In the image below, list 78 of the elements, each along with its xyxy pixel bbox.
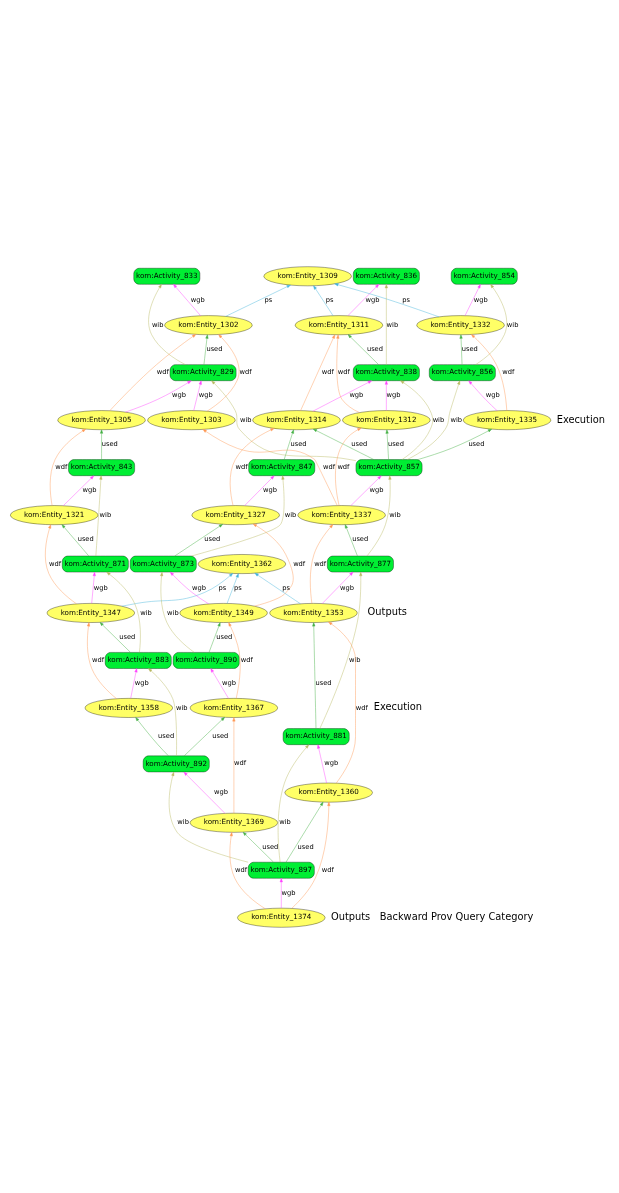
arrow xyxy=(173,283,201,316)
arrow xyxy=(285,801,324,862)
arrow xyxy=(291,801,331,909)
arrow xyxy=(203,334,209,365)
arrow xyxy=(459,334,463,365)
label: Outputs xyxy=(367,605,407,617)
arrow xyxy=(244,475,275,506)
arrow xyxy=(202,428,338,506)
arrow xyxy=(406,380,461,460)
arrow xyxy=(328,621,356,783)
arrow xyxy=(135,716,169,756)
arrow xyxy=(242,831,274,862)
arrow xyxy=(49,428,86,506)
arrow xyxy=(232,716,236,813)
arrow xyxy=(208,621,221,653)
arrow xyxy=(130,667,138,698)
arrow xyxy=(310,523,334,604)
arrow xyxy=(366,475,392,556)
arrow xyxy=(347,283,380,316)
arrow xyxy=(334,282,440,317)
arrow xyxy=(45,523,77,604)
arrow xyxy=(193,380,202,411)
arrow xyxy=(109,333,197,411)
arrow xyxy=(471,333,507,411)
arrow xyxy=(252,523,294,606)
arrow xyxy=(148,283,186,365)
arrow xyxy=(347,333,379,365)
arrow xyxy=(400,380,433,460)
arrow xyxy=(160,571,195,653)
arrow xyxy=(317,744,327,783)
arrow xyxy=(87,621,117,699)
arrow xyxy=(229,427,275,506)
arrow xyxy=(229,831,266,909)
arrow xyxy=(335,427,362,506)
arrow xyxy=(174,523,223,556)
arrow xyxy=(468,380,498,411)
arrow xyxy=(277,744,309,862)
label: Backward Prov Query Category xyxy=(379,910,534,922)
arrow xyxy=(125,380,192,412)
arrow xyxy=(385,429,389,460)
arrow xyxy=(417,428,492,460)
arrow xyxy=(475,283,507,365)
arrow xyxy=(319,571,363,729)
arrow xyxy=(384,283,388,365)
arrow xyxy=(312,380,372,411)
arrow xyxy=(168,771,249,862)
arrow xyxy=(206,333,240,411)
arrow xyxy=(226,572,239,604)
arrow xyxy=(254,572,301,604)
arrow xyxy=(99,621,131,653)
arrow xyxy=(228,621,241,698)
arrow xyxy=(384,380,388,411)
arrow xyxy=(464,283,481,316)
arrow xyxy=(148,667,177,756)
arrow xyxy=(313,285,334,316)
arrow xyxy=(183,771,226,814)
arrow xyxy=(91,571,96,604)
arrow xyxy=(300,334,336,411)
arrow xyxy=(121,572,234,606)
arrow xyxy=(100,429,104,460)
arrow xyxy=(95,475,103,556)
arrow xyxy=(344,523,358,556)
arrow xyxy=(312,428,374,460)
arrow xyxy=(61,523,89,556)
arrow xyxy=(170,571,210,604)
arrow xyxy=(225,284,291,317)
arrow xyxy=(312,621,317,729)
arrow xyxy=(210,667,229,699)
arrow xyxy=(350,475,382,506)
arrow xyxy=(336,334,360,413)
label: Execution xyxy=(373,700,423,712)
arrow xyxy=(211,380,357,461)
arrow xyxy=(63,475,94,506)
arrow xyxy=(184,716,225,756)
arrow xyxy=(283,429,294,460)
arrow xyxy=(106,571,141,652)
arrow xyxy=(321,571,354,604)
arrow xyxy=(279,877,283,908)
